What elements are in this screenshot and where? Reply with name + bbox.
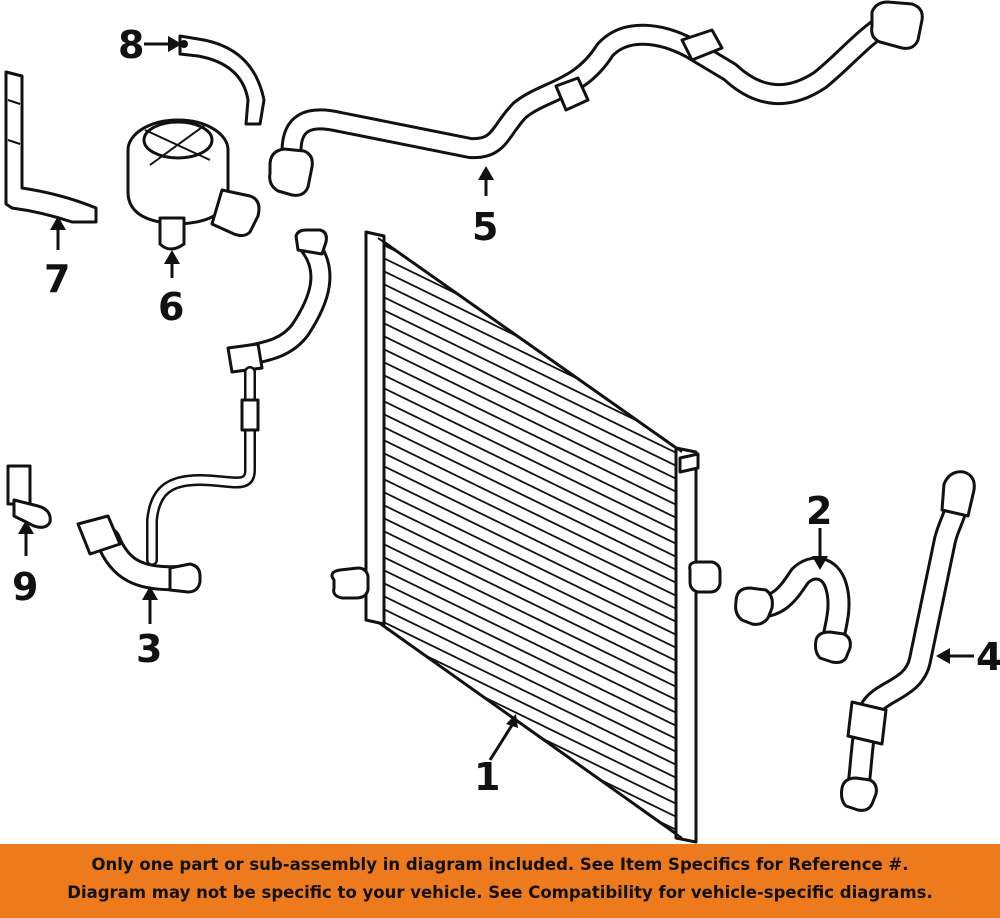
callout-6: 6 <box>158 250 184 329</box>
disclaimer-line-2: Diagram may not be specific to your vehi… <box>67 883 933 902</box>
callout-label-2: 2 <box>806 489 832 533</box>
callout-label-4: 4 <box>976 635 1000 679</box>
callout-label-9: 9 <box>12 565 38 609</box>
callout-label-3: 3 <box>136 627 162 671</box>
callout-label-1: 1 <box>474 755 500 799</box>
callout-8: 8 <box>118 23 182 67</box>
callout-7: 7 <box>44 216 70 301</box>
callout-label-7: 7 <box>44 257 70 301</box>
upper-coolant-hose <box>268 0 924 197</box>
callout-1: 1 <box>474 714 518 799</box>
auxiliary-water-pump <box>126 118 261 251</box>
callout-3: 3 <box>136 586 162 671</box>
callout-4: 4 <box>936 635 1000 679</box>
callout-label-8: 8 <box>118 23 144 67</box>
callout-label-6: 6 <box>158 285 184 329</box>
mounting-bracket <box>4 70 98 224</box>
coolant-hose-assembly <box>76 228 332 594</box>
lower-radiator-hose <box>840 470 976 812</box>
callout-9: 9 <box>12 520 38 609</box>
disclaimer-line-1: Only one part or sub-assembly in diagram… <box>91 855 909 874</box>
bypass-hose <box>734 556 852 664</box>
callout-5: 5 <box>472 166 498 249</box>
callout-label-5: 5 <box>472 205 498 249</box>
coolant-temperature-sensor <box>6 464 52 529</box>
hose-clamp-bracket <box>178 34 266 126</box>
callout-2: 2 <box>806 489 832 570</box>
radiator <box>330 230 722 844</box>
disclaimer-banner: Only one part or sub-assembly in diagram… <box>0 844 1000 918</box>
